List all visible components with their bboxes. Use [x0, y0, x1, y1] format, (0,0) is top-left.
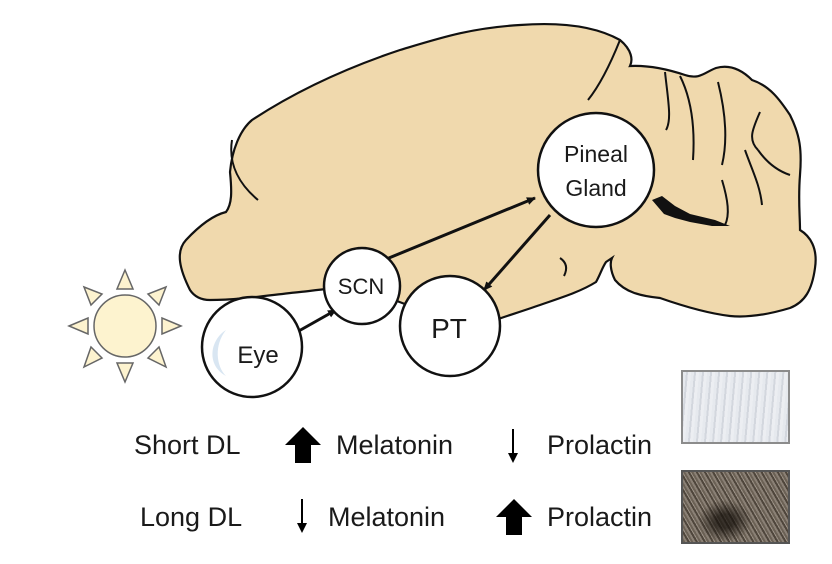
melatonin-label: Melatonin — [328, 502, 446, 532]
pt-label: PT — [431, 313, 467, 344]
legend-row-long-dl: Long DL Melatonin Prolactin — [0, 497, 832, 537]
down-arrow-icon — [297, 499, 307, 533]
arrow-eye-to-scn — [296, 308, 337, 334]
arrow-scn-to-pineal — [383, 196, 536, 262]
pineal-label-line1: Pineal — [564, 141, 628, 167]
up-arrow-icon — [285, 427, 321, 463]
pineal-label-line2: Gland — [565, 175, 626, 201]
eye-node: Eye — [200, 295, 304, 399]
eye-crescent-icon — [212, 330, 226, 376]
legend-row-short-dl: Short DL Melatonin Prolactin — [0, 425, 832, 465]
brain-sulci — [230, 39, 791, 277]
up-arrow-icon — [496, 499, 532, 535]
white-fur-image — [681, 370, 790, 444]
pt-node: PT — [398, 274, 502, 378]
dark-fur-image — [681, 470, 790, 544]
scn-node: SCN — [322, 246, 402, 326]
scn-label: SCN — [338, 274, 384, 299]
prolactin-label: Prolactin — [547, 502, 653, 532]
condition-label: Short DL — [134, 430, 241, 460]
brain-body — [178, 22, 817, 325]
melatonin-label: Melatonin — [336, 430, 454, 460]
prolactin-label: Prolactin — [547, 430, 653, 460]
sun-icon — [67, 268, 183, 384]
arrow-pineal-to-pt — [482, 214, 552, 291]
down-arrow-icon — [508, 429, 518, 463]
eye-label: Eye — [237, 342, 278, 369]
ventricle-shape — [652, 196, 730, 226]
brain-diagram: Eye SCN PT Pineal Gland — [67, 22, 817, 399]
condition-label: Long DL — [140, 502, 243, 532]
pineal-gland-node: Pineal Gland — [536, 111, 656, 229]
